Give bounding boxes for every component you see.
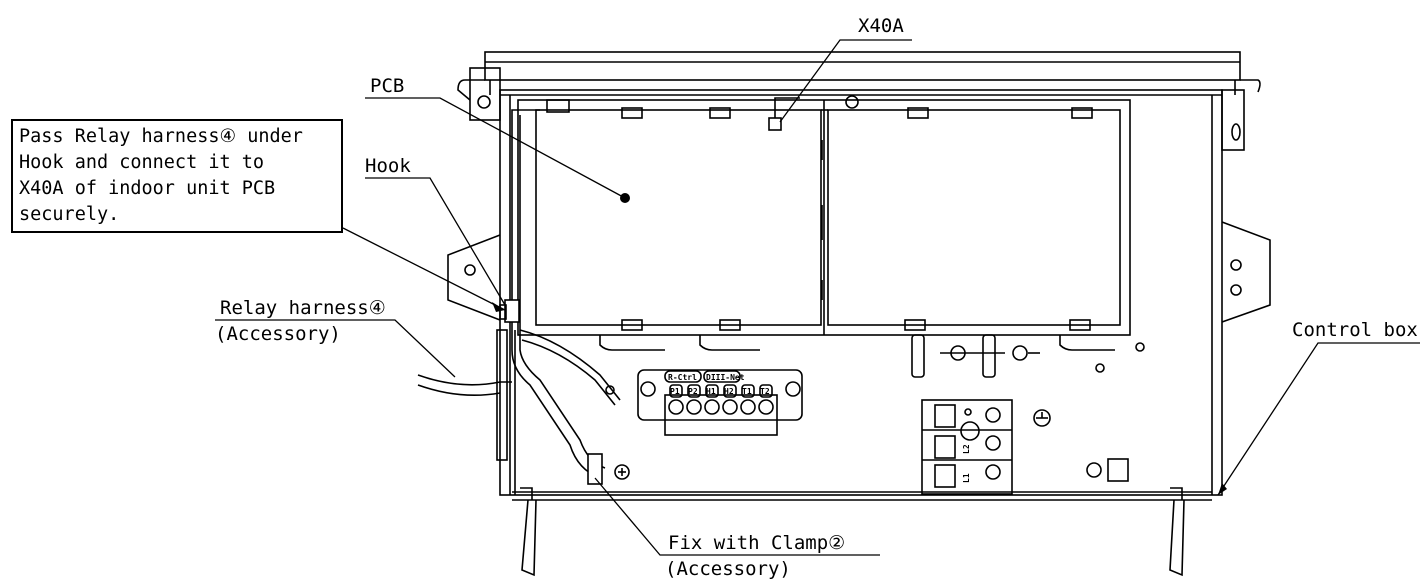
left-ear	[447, 234, 501, 321]
leader-pcb	[365, 97, 626, 199]
right-flange	[1221, 89, 1245, 151]
power-l2: L2	[962, 444, 971, 454]
terminal-t1: T1	[742, 387, 752, 396]
terminal-group-dIIInet: DIII-Net	[706, 373, 745, 382]
earth-symbol	[1033, 409, 1051, 427]
leader-control-box	[1217, 342, 1420, 496]
leader-x40a	[779, 39, 912, 123]
box-body	[499, 89, 1223, 496]
label-pcb: PCB	[370, 75, 404, 97]
label-fix-clamp: Fix with Clamp②	[668, 532, 845, 554]
instruction-note: Pass Relay harness④ under Hook and conne…	[11, 119, 343, 233]
terminal-group-rctrl: R-Ctrl	[668, 373, 697, 382]
label-hook: Hook	[365, 155, 411, 177]
terminal-screws	[668, 399, 774, 415]
label-x40a: X40A	[858, 15, 904, 37]
top-cover	[484, 51, 1241, 81]
power-l1: L1	[962, 473, 971, 483]
label-clamp-accessory: (Accessory)	[665, 558, 791, 580]
pcb-left-panel	[535, 109, 822, 326]
relay-harness-wire	[417, 374, 512, 386]
power-terminal-block	[921, 399, 1013, 495]
terminal-block	[637, 369, 803, 421]
leader-relay	[215, 319, 456, 378]
terminal-p2: P2	[688, 387, 698, 396]
leader-note	[342, 227, 506, 311]
label-control-box: Control box	[1292, 319, 1418, 341]
right-ear	[1221, 221, 1271, 323]
pcb-right-panel	[827, 109, 1121, 326]
terminal-h2: H2	[724, 387, 734, 396]
terminal-h1: H1	[706, 387, 716, 396]
hook	[504, 299, 520, 323]
left-leg	[521, 499, 537, 577]
label-relay-accessory: (Accessory)	[215, 323, 341, 345]
leader-hook	[365, 177, 506, 306]
clamp	[587, 453, 603, 485]
terminal-p1: P1	[670, 387, 680, 396]
label-relay-harness: Relay harness④	[220, 297, 386, 319]
x40a-connector	[768, 117, 782, 131]
leader-clamp	[594, 477, 880, 556]
right-leg	[1169, 499, 1185, 577]
terminal-t2: T2	[760, 387, 770, 396]
